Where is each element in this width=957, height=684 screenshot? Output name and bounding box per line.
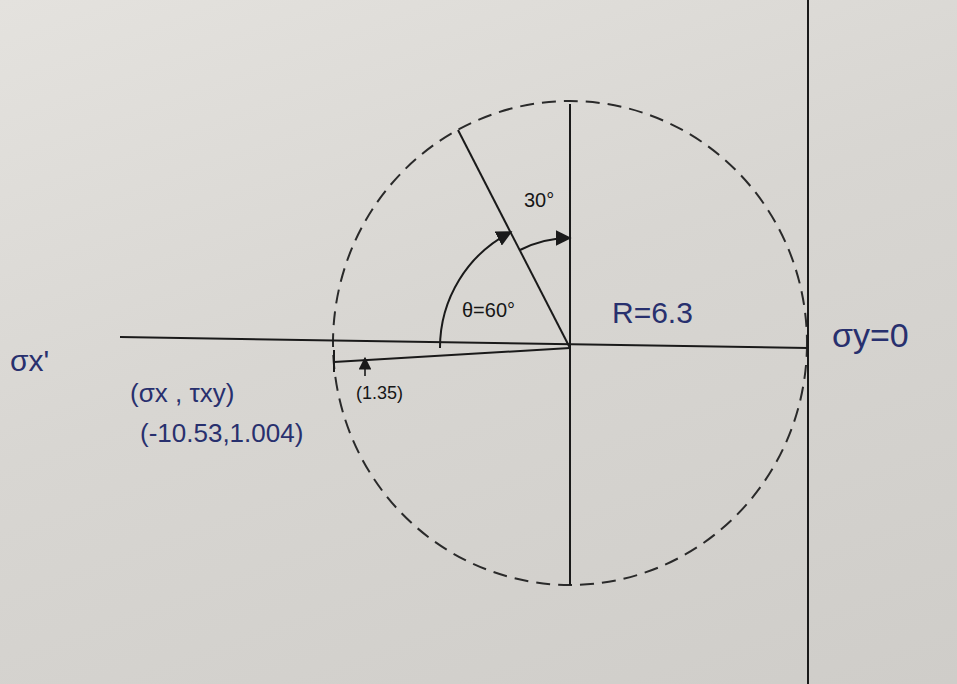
angle-label: θ=60°	[462, 300, 515, 320]
axis-label: σx'	[10, 346, 49, 376]
axis-label: σy=0	[832, 318, 909, 352]
radius-label: R=6.3	[612, 298, 693, 328]
coordinate-label: (-10.53,1.004)	[140, 420, 303, 446]
angle-value: (1.35)	[356, 384, 403, 402]
rotated-radius	[458, 130, 570, 348]
angle-label: 30°	[524, 190, 554, 210]
stress-radius	[334, 348, 570, 362]
tau-axis	[807, 0, 809, 684]
small-angle-arrow	[364, 358, 366, 376]
sigma-axis	[120, 337, 808, 348]
point-label: (σx , τxy)	[130, 380, 234, 406]
angle-arc	[520, 238, 570, 250]
circle-outline	[333, 101, 807, 585]
stress-point-tick	[333, 350, 335, 372]
theta-arc	[440, 232, 511, 348]
